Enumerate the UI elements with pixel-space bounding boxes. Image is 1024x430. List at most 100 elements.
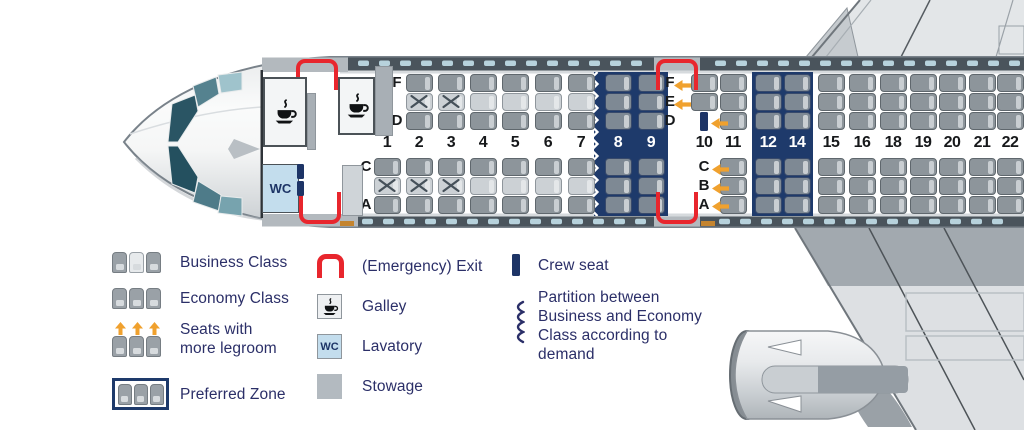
stowage [342,165,363,216]
seat [719,93,747,111]
seat [567,158,595,176]
seat [848,177,876,195]
seat-cushion [554,95,559,109]
seat-cushion [1016,95,1021,109]
seat [996,158,1024,176]
legroom-arrow-icon [712,162,729,175]
row-number: 4 [478,134,488,151]
seat [783,196,811,214]
seat [405,158,433,176]
seat-cushion [739,160,744,174]
seat-cushion [803,95,808,109]
seat-letter-label: F [665,74,675,91]
seat-letter-label: F [392,74,402,91]
seat [879,196,907,214]
legroom-arrow-icon [712,181,729,194]
seat-cushion [554,114,559,128]
seat-cushion [739,179,744,193]
seat [817,93,845,111]
seat [719,74,747,92]
seat [637,158,665,176]
seat [501,196,529,214]
seat [373,196,401,214]
galley [338,77,375,135]
seat-cushion [489,160,494,174]
cabin-windows [358,60,1020,225]
seat-cushion [587,95,592,109]
seat-cushion [899,198,904,212]
seat-cushion [1016,76,1021,90]
seat-cushion [803,76,808,90]
seat-cushion [624,198,629,212]
seat [469,112,497,130]
seat-cushion [457,179,462,193]
legroom-arrow-icon [674,78,691,91]
seat [754,93,782,111]
seat-cushion [958,76,963,90]
seat-letter-label: C [360,158,372,175]
seat-cushion [958,198,963,212]
seat-cushion [929,114,934,128]
blocked-seat [373,177,401,195]
seat-glyph [117,383,132,405]
seat-glyph [133,383,148,405]
seat-cushion [554,198,559,212]
blocked-seat [405,177,433,195]
seat [567,177,595,195]
seat-cushion [554,179,559,193]
seat [437,112,465,130]
seat [501,74,529,92]
seat-cushion [425,198,430,212]
row-number: 9 [646,134,656,151]
seat-cushion [457,95,462,109]
seat [909,74,937,92]
seat-cushion [929,95,934,109]
row-number: 2 [414,134,424,151]
seat [817,112,845,130]
lavatory: WC [262,164,299,213]
cabin-front-wall [260,70,263,218]
seat-cushion [868,179,873,193]
seat [501,112,529,130]
seat-cushion [837,95,842,109]
seat [501,93,529,111]
row-number: 20 [943,134,961,151]
seat [604,158,632,176]
seat-cushion [521,198,526,212]
legend-label: Crew seat [538,256,609,274]
legend-label: Stowage [362,378,424,395]
seat [817,158,845,176]
seat-cushion [1016,179,1021,193]
seat [909,196,937,214]
seat-glyph [129,335,144,357]
seat-cushion [521,160,526,174]
seat [879,177,907,195]
row-number: 5 [510,134,520,151]
seat [996,177,1024,195]
seat-glyph [129,288,144,309]
crew-seat [297,181,304,196]
seat-cushion [837,179,842,193]
seat [534,93,562,111]
seat-cushion [657,160,662,174]
seat-cushion [899,160,904,174]
row-number: 14 [788,134,806,151]
seat [754,177,782,195]
seat-cushion [868,198,873,212]
legend-label: Galley [362,298,407,315]
seat [534,196,562,214]
seat-cushion [587,114,592,128]
seat-cushion [554,160,559,174]
row-number: 3 [446,134,456,151]
seat-cushion [624,95,629,109]
upper-wing [804,0,1024,58]
seat [405,196,433,214]
seat [909,158,937,176]
row-number: 8 [613,134,623,151]
seat [909,112,937,130]
seat-cushion [624,76,629,90]
seat-cushion [393,179,398,193]
seat [754,196,782,214]
seat-cushion [774,179,779,193]
seat [534,112,562,130]
